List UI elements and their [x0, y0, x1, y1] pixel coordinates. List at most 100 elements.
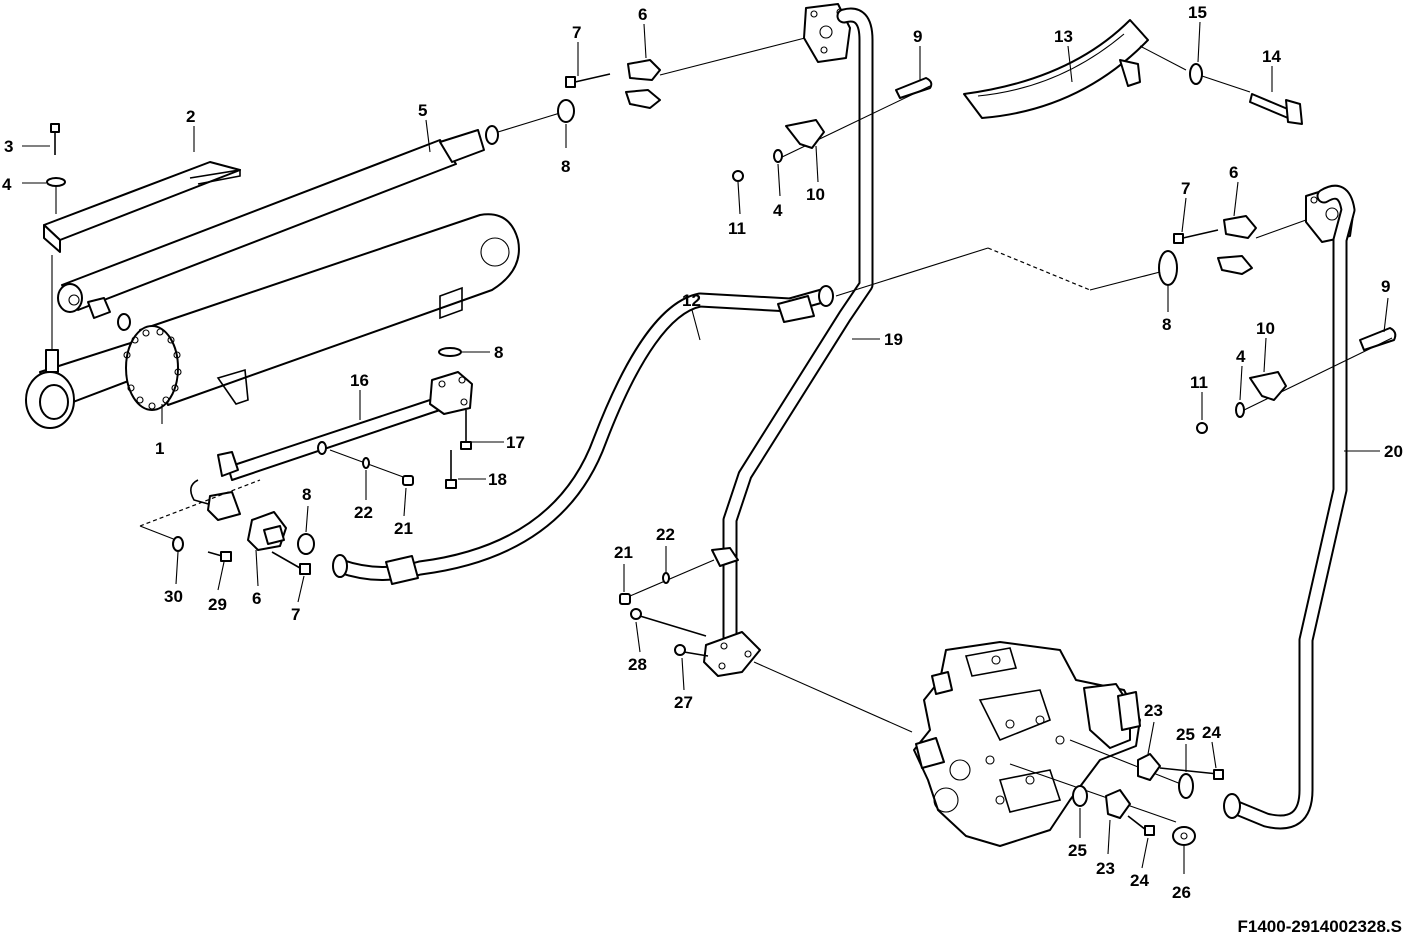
callout-11-b: 11 — [1190, 373, 1208, 392]
callout-30: 30 — [164, 587, 183, 606]
callout-8-c: 8 — [494, 343, 503, 362]
o-ring-8-mid[interactable] — [438, 347, 462, 357]
bolt-27[interactable] — [674, 644, 709, 657]
callout-23: 23 — [1144, 701, 1163, 720]
callout-7: 7 — [572, 23, 581, 42]
callout-17: 17 — [506, 433, 525, 452]
bolt-14[interactable] — [1249, 93, 1303, 125]
callout-18: 18 — [488, 470, 507, 489]
callout-6-c: 6 — [252, 589, 261, 608]
callout-6: 6 — [638, 5, 647, 24]
callout-4-c: 4 — [1236, 347, 1246, 366]
bolt-7-top[interactable] — [565, 73, 611, 88]
callout-numbers: 1 2 3 4 5 6 7 8 9 10 11 4 13 15 14 7 6 8… — [2, 3, 1403, 902]
callout-22: 22 — [354, 503, 373, 522]
pipe-16[interactable] — [190, 371, 473, 521]
callout-12: 12 — [682, 291, 701, 310]
washer-4-top[interactable] — [773, 149, 783, 163]
o-ring-8-top[interactable] — [557, 99, 575, 123]
callout-16: 16 — [350, 371, 369, 390]
flange-23-lower[interactable] — [1105, 789, 1131, 819]
bolt-7-lower[interactable] — [271, 551, 311, 575]
callout-29: 29 — [208, 595, 227, 614]
callout-5: 5 — [418, 101, 427, 120]
cylinder-flange-bolts — [123, 328, 182, 410]
washer-26[interactable] — [1172, 826, 1196, 846]
clamp-10-right[interactable] — [1249, 371, 1287, 401]
callout-1: 1 — [155, 439, 164, 458]
bolt-3[interactable] — [50, 123, 60, 155]
callout-9: 9 — [913, 27, 922, 46]
flange-half-6-lower[interactable] — [247, 511, 287, 551]
washer-30[interactable] — [172, 536, 184, 552]
o-ring-25-lower[interactable] — [1072, 785, 1088, 807]
bolt-7-right[interactable] — [1173, 229, 1219, 244]
callout-27: 27 — [674, 693, 693, 712]
hydraulic-cylinder[interactable] — [25, 213, 520, 429]
callout-4-b: 4 — [773, 201, 783, 220]
bolt-24-lower[interactable] — [1127, 815, 1155, 836]
callout-4: 4 — [2, 175, 12, 194]
bolt-17[interactable] — [460, 410, 472, 450]
callout-25-b: 25 — [1068, 841, 1087, 860]
callout-22-b: 22 — [656, 525, 675, 544]
washer-4[interactable] — [46, 177, 66, 187]
pipe-19[interactable] — [703, 3, 874, 677]
callout-20: 20 — [1384, 442, 1403, 461]
callout-21-b: 21 — [614, 543, 633, 562]
callout-24-b: 24 — [1130, 871, 1149, 890]
leader-lines — [22, 21, 1389, 874]
o-ring-8-lower[interactable] — [297, 533, 315, 555]
nut-11-right[interactable] — [1196, 422, 1208, 434]
callout-8-b: 8 — [1162, 315, 1171, 334]
callout-25: 25 — [1176, 725, 1195, 744]
guide-segment-13[interactable] — [963, 19, 1149, 119]
drawing-code: F1400-2914002328.S — [1238, 917, 1402, 936]
bolt-29[interactable] — [207, 551, 232, 562]
callout-13: 13 — [1054, 27, 1073, 46]
bolt-24-upper[interactable] — [1159, 767, 1224, 780]
clamp-10-top[interactable] — [785, 119, 825, 149]
flange-23-upper[interactable] — [1137, 753, 1161, 781]
callout-8-d: 8 — [302, 485, 311, 504]
callout-11: 11 — [728, 219, 746, 238]
callout-26: 26 — [1172, 883, 1191, 902]
callout-15: 15 — [1188, 3, 1207, 22]
bracket[interactable] — [43, 161, 241, 373]
callout-28: 28 — [628, 655, 647, 674]
bolt-28[interactable] — [630, 608, 707, 637]
clamp-left[interactable] — [87, 297, 131, 331]
callout-7-c: 7 — [291, 605, 300, 624]
flange-half-6-right[interactable] — [1217, 215, 1257, 275]
seal-22-left[interactable] — [362, 457, 370, 469]
clip-9-right[interactable] — [1359, 327, 1397, 351]
control-valve[interactable] — [913, 641, 1141, 847]
callout-14: 14 — [1262, 47, 1281, 66]
callout-9-b: 9 — [1381, 277, 1390, 296]
hose-12[interactable] — [332, 285, 834, 585]
washer-15[interactable] — [1189, 63, 1203, 85]
callout-24: 24 — [1202, 723, 1221, 742]
plug-21-left[interactable] — [402, 475, 414, 486]
o-ring-8-right[interactable] — [1158, 250, 1178, 286]
callout-23-b: 23 — [1096, 859, 1115, 878]
tube-assembly-5[interactable] — [57, 112, 561, 313]
clip-9-top[interactable] — [895, 77, 933, 99]
flange-half-6-top[interactable] — [625, 59, 661, 109]
callout-2: 2 — [186, 107, 195, 126]
callout-19: 19 — [884, 330, 903, 349]
plug-21-mid[interactable] — [619, 593, 631, 605]
callout-8: 8 — [561, 157, 570, 176]
callout-7-b: 7 — [1181, 179, 1190, 198]
o-ring-25-upper[interactable] — [1178, 773, 1194, 799]
bolt-18[interactable] — [445, 450, 457, 489]
seal-22-mid[interactable] — [662, 572, 670, 584]
pipe-20[interactable] — [1223, 184, 1356, 830]
washer-4-right[interactable] — [1235, 402, 1245, 418]
callout-10: 10 — [806, 185, 825, 204]
callout-6-b: 6 — [1229, 163, 1238, 182]
callout-3: 3 — [4, 137, 13, 156]
nut-11-top[interactable] — [732, 170, 744, 182]
callout-21: 21 — [394, 519, 413, 538]
